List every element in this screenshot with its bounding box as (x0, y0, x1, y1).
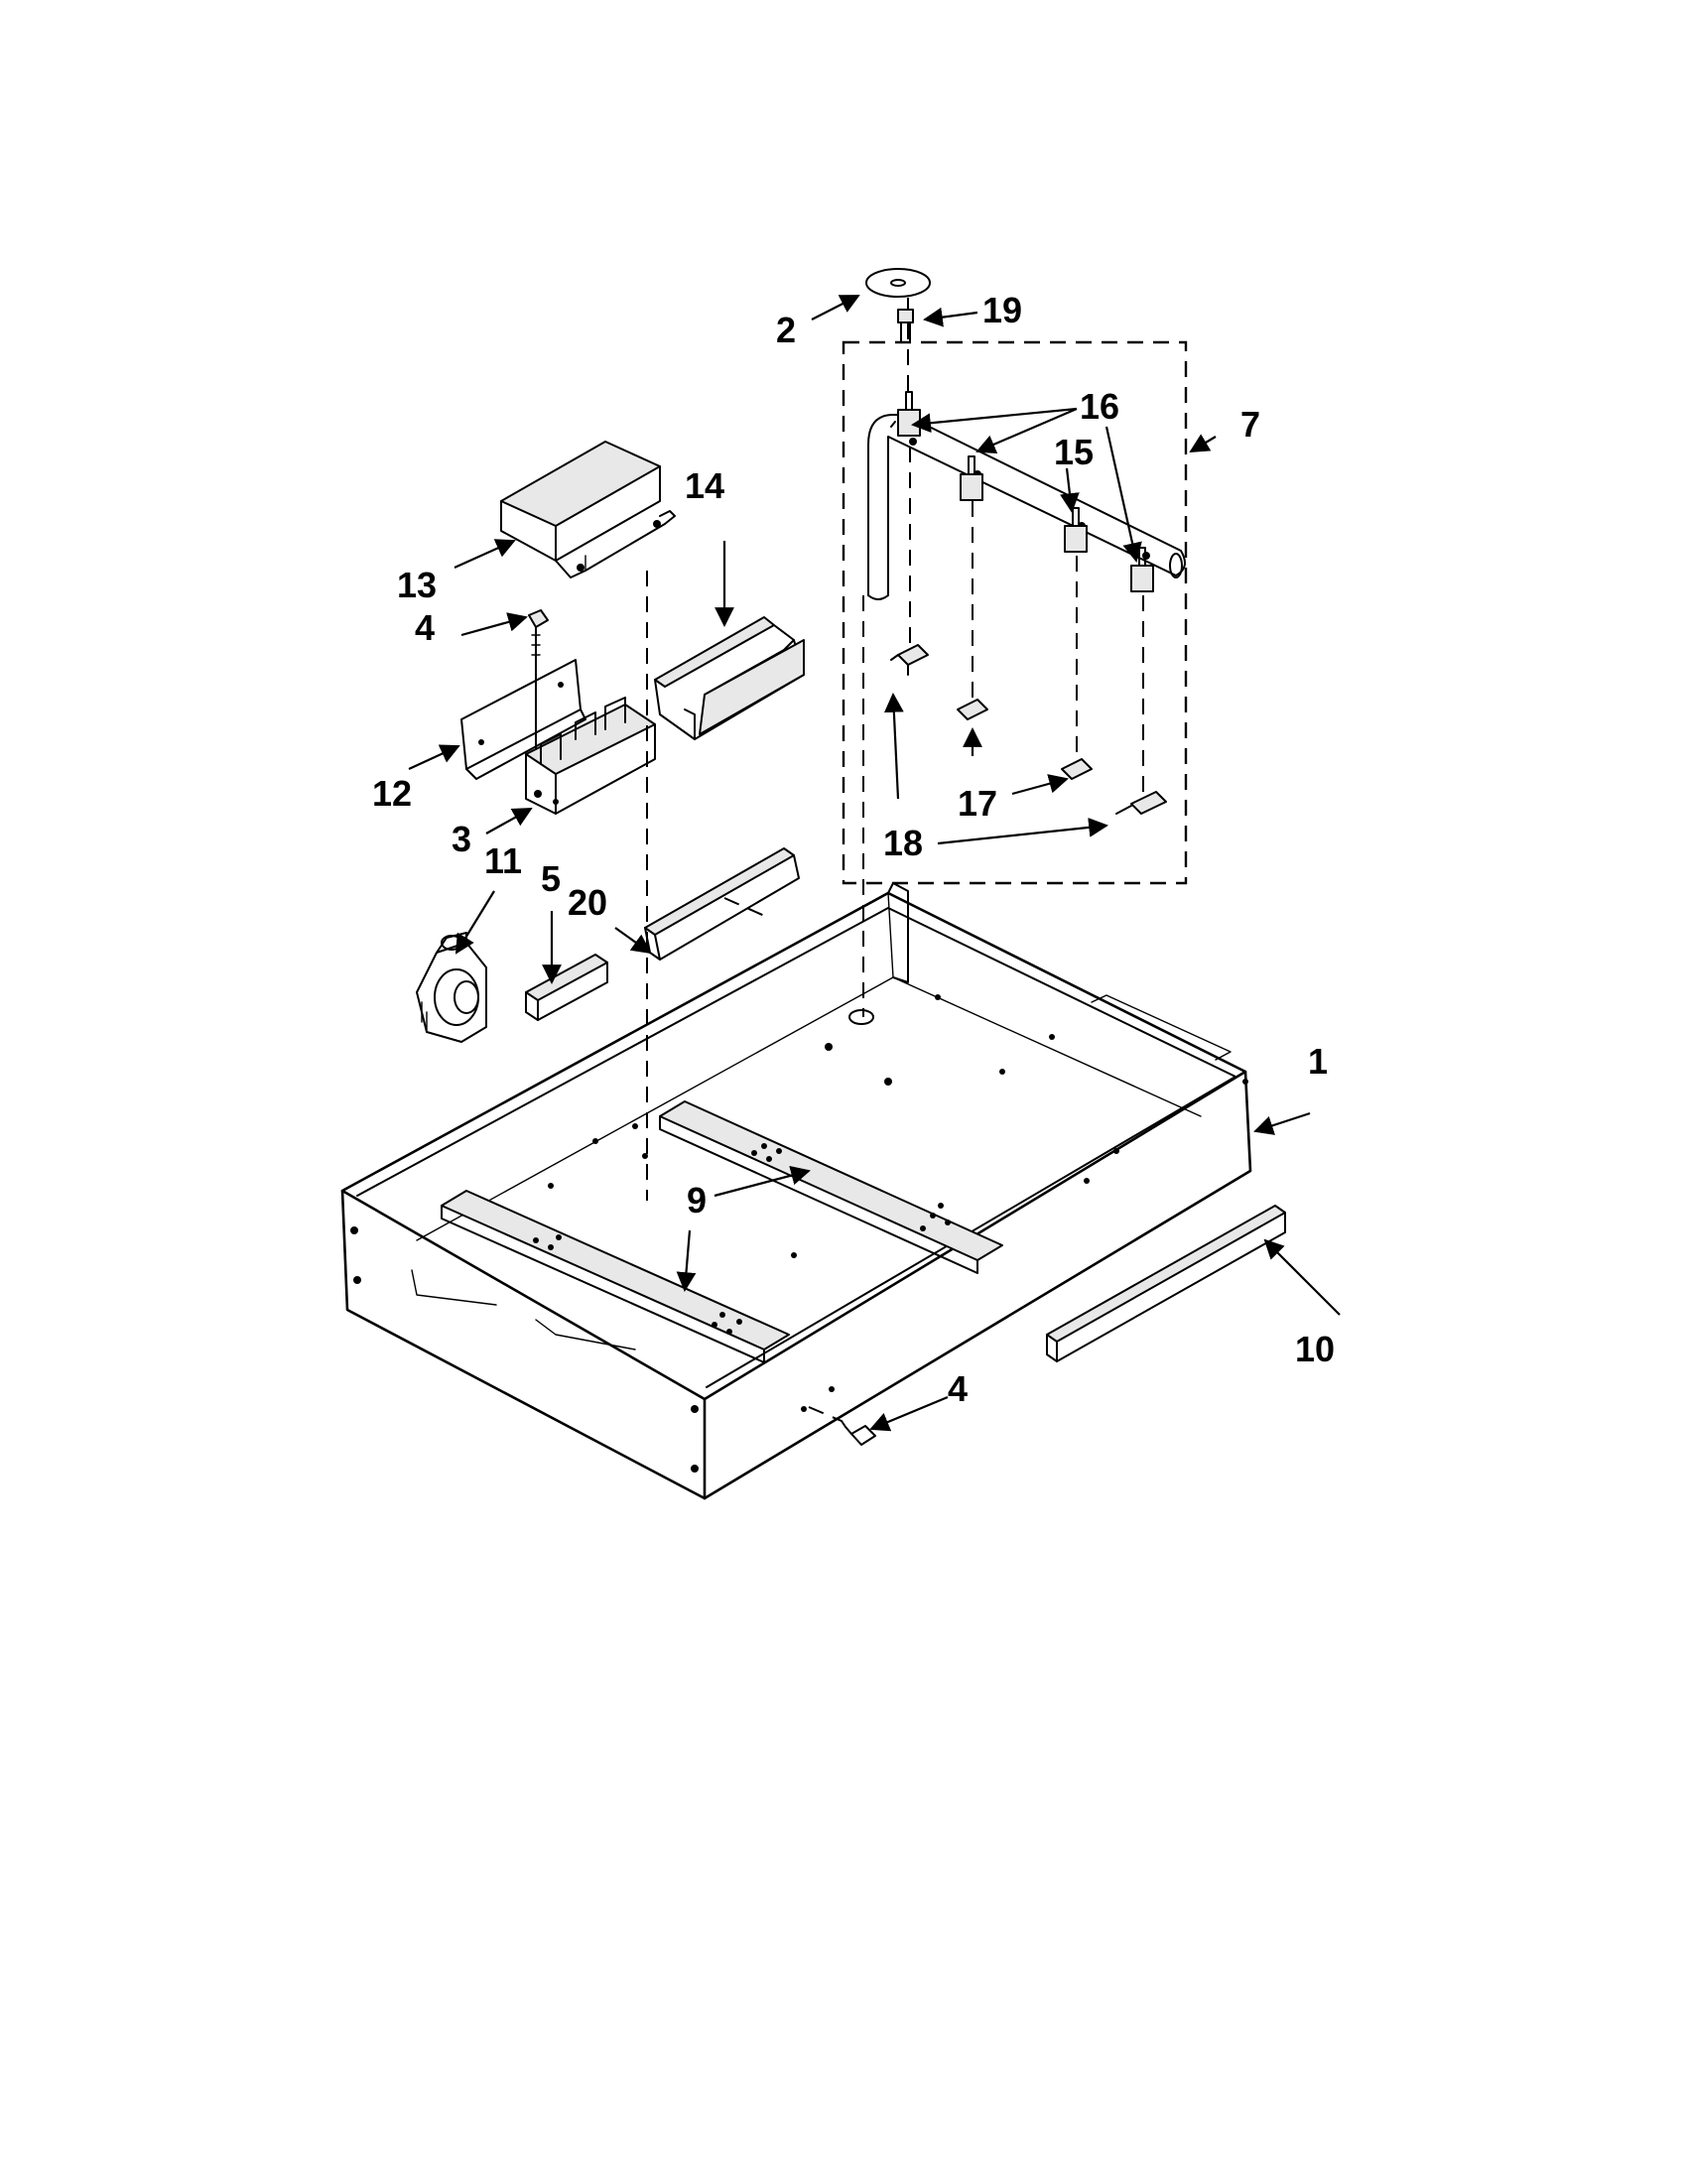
callout-5: 5 (541, 858, 561, 899)
spark-bracket (460, 659, 586, 780)
callout-4-lower: 4 (948, 1368, 968, 1409)
callout-1: 1 (1308, 1041, 1328, 1082)
callout-10: 10 (1295, 1329, 1335, 1369)
screw-lower (808, 1406, 876, 1446)
callout-7: 7 (1240, 404, 1260, 445)
callout-4-upper: 4 (415, 607, 435, 648)
spark-module (525, 697, 656, 815)
callout-12: 12 (372, 773, 412, 814)
clip-3 (1061, 758, 1093, 780)
gas-regulator (416, 932, 487, 1043)
callout-19: 19 (982, 290, 1022, 330)
insulation-channel (654, 616, 805, 740)
callout-14: 14 (685, 465, 724, 506)
trim-strip (1046, 1205, 1286, 1362)
callout-13: 13 (397, 565, 437, 605)
callout-18: 18 (883, 823, 923, 863)
callout-20: 20 (568, 882, 607, 923)
callout-11: 11 (484, 840, 522, 881)
insulation-panel (644, 847, 800, 961)
burner-rail-front (441, 1190, 790, 1363)
clip-4 (1115, 791, 1167, 815)
spacer-block (525, 954, 608, 1021)
washer (865, 268, 931, 298)
callout-2: 2 (776, 310, 796, 350)
control-cover (500, 441, 676, 578)
valve-2 (960, 455, 983, 501)
callout-15: 15 (1054, 432, 1094, 472)
valve-4 (1130, 547, 1154, 592)
callout-9: 9 (687, 1180, 707, 1220)
manifold-assembly (842, 298, 1188, 1017)
clip-2 (957, 699, 988, 720)
valve-3 (1064, 507, 1088, 553)
clip-1 (890, 644, 929, 676)
callout-3: 3 (452, 819, 471, 859)
screw-upper (528, 609, 549, 755)
chassis-box (340, 882, 1252, 1500)
callout-17: 17 (958, 783, 997, 824)
callout-16: 16 (1080, 386, 1119, 427)
burner-rail-rear (659, 1100, 1003, 1274)
bolt (897, 309, 914, 343)
callout-leaders (408, 295, 1341, 1432)
